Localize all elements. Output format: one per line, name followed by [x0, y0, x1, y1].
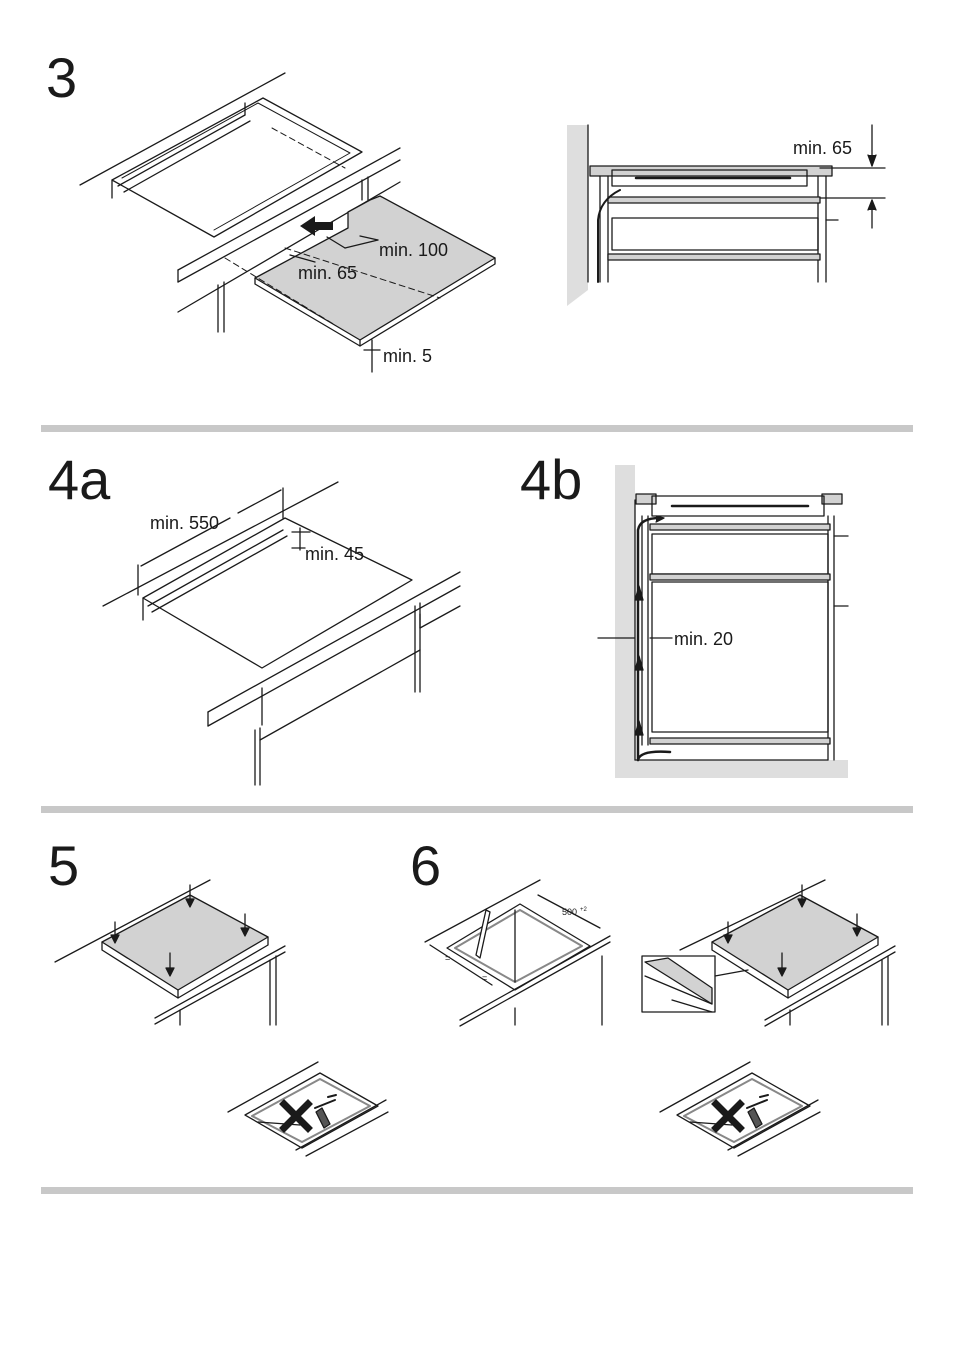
section-divider-1 [41, 425, 913, 432]
step4a-dim-min45: min. 45 [305, 544, 364, 564]
step6-equal-left: = [445, 953, 450, 963]
step3-worktop-illustration [79, 72, 496, 373]
step3-dim-min65: min. 65 [298, 263, 357, 283]
step6-dim-500: 500 [562, 907, 577, 917]
step5-removal-prohibited [227, 1061, 389, 1157]
step3-dim-min100: min. 100 [379, 240, 448, 260]
step6-dim-tolerance: +2 [580, 907, 588, 913]
step4b-side-section [597, 465, 849, 778]
step4a-dim-min550: min. 550 [150, 513, 219, 533]
section-divider-2 [41, 806, 913, 813]
step6-cutout-measure [424, 879, 611, 1027]
step3-dim-side-min65: min. 65 [793, 138, 852, 158]
step4b-dim-min20: min. 20 [674, 629, 733, 649]
step5-hob-placement [54, 879, 286, 1026]
step-number-3: 3 [46, 46, 78, 109]
step-number-5: 5 [48, 834, 80, 897]
step6-removal-prohibited [659, 1061, 821, 1157]
section-divider-3 [41, 1187, 913, 1194]
step6-equal-bottom: = [482, 973, 487, 983]
step-number-4a: 4a [48, 448, 111, 511]
step-number-4b: 4b [520, 448, 583, 511]
step3-side-section [567, 124, 886, 306]
step3-dim-min5: min. 5 [383, 346, 432, 366]
step-number-6: 6 [410, 834, 442, 897]
step6-hob-placement [641, 879, 896, 1027]
step4a-worktop-illustration [102, 481, 461, 786]
